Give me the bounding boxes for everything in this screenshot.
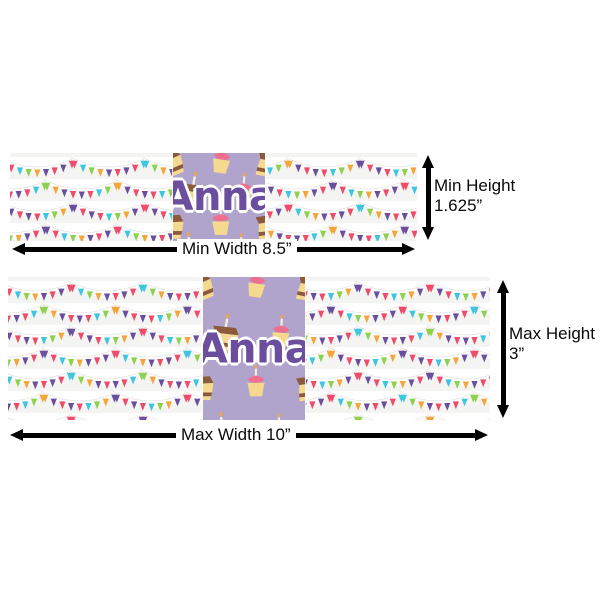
min-width-label: Min Width 8.5” bbox=[177, 239, 297, 259]
max-name-panel: Anna bbox=[203, 277, 305, 420]
arrow-head-left bbox=[12, 243, 25, 255]
arrow-head-top bbox=[422, 155, 434, 168]
min-height-arrow bbox=[422, 155, 434, 240]
arrow-head-bottom bbox=[422, 227, 434, 240]
cake-pattern bbox=[203, 277, 305, 420]
min-banner-name: Anna bbox=[173, 174, 265, 220]
arrow-head-top bbox=[497, 280, 509, 293]
min-size-banner-preview: Anna bbox=[10, 153, 417, 241]
arrow-head-right bbox=[475, 429, 488, 441]
arrow-shaft bbox=[425, 162, 431, 233]
cake-pattern bbox=[173, 153, 265, 241]
min-height-label-line2: 1.625” bbox=[434, 195, 483, 215]
max-height-arrow bbox=[497, 280, 509, 418]
max-height-label-line2: 3” bbox=[509, 343, 525, 363]
max-width-label: Max Width 10” bbox=[176, 425, 296, 445]
max-height-label: Max Height 3” bbox=[509, 324, 600, 363]
arrow-head-left bbox=[10, 429, 23, 441]
min-name-panel: Anna bbox=[173, 153, 265, 241]
max-height-label-line1: Max Height bbox=[509, 324, 595, 343]
max-banner-name: Anna bbox=[203, 324, 305, 372]
min-height-label: Min Height 1.625” bbox=[434, 176, 584, 215]
max-size-banner-preview: Anna bbox=[8, 277, 490, 420]
min-height-label-line1: Min Height bbox=[434, 176, 516, 195]
arrow-head-bottom bbox=[497, 405, 509, 418]
arrow-head-right bbox=[402, 243, 415, 255]
arrow-shaft bbox=[500, 287, 506, 411]
